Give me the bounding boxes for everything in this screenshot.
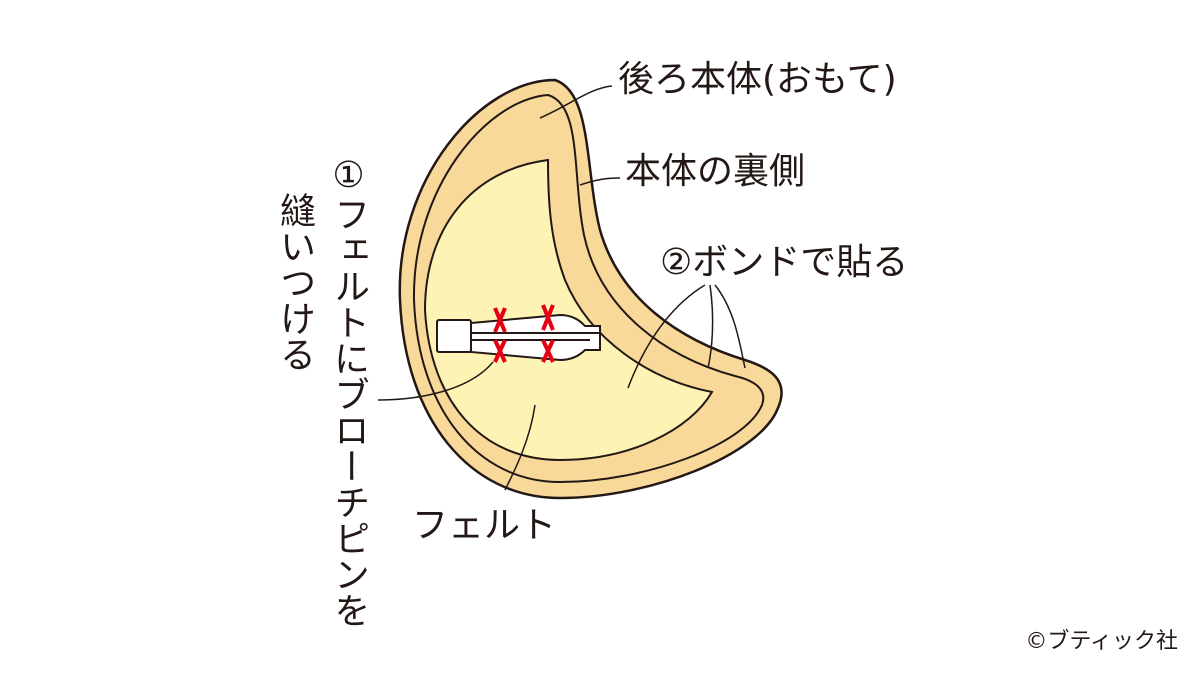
label-felt: フェルト	[412, 505, 557, 546]
label-back-body: 後ろ本体(おもて)	[618, 59, 897, 100]
label-glue: ②ボンドで貼る	[660, 242, 909, 283]
leader-lines	[377, 85, 746, 491]
label-sew-line1: ①フェルトにブローチピンを	[328, 155, 369, 628]
label-body-back-side: 本体の裏側	[625, 151, 806, 192]
label-sew-line2: 縫いつける	[274, 192, 315, 372]
body-back-side-outline	[412, 93, 765, 484]
stitches	[493, 304, 555, 363]
copyright: ©ブティック社	[1025, 629, 1178, 654]
felt-shape	[423, 158, 714, 462]
